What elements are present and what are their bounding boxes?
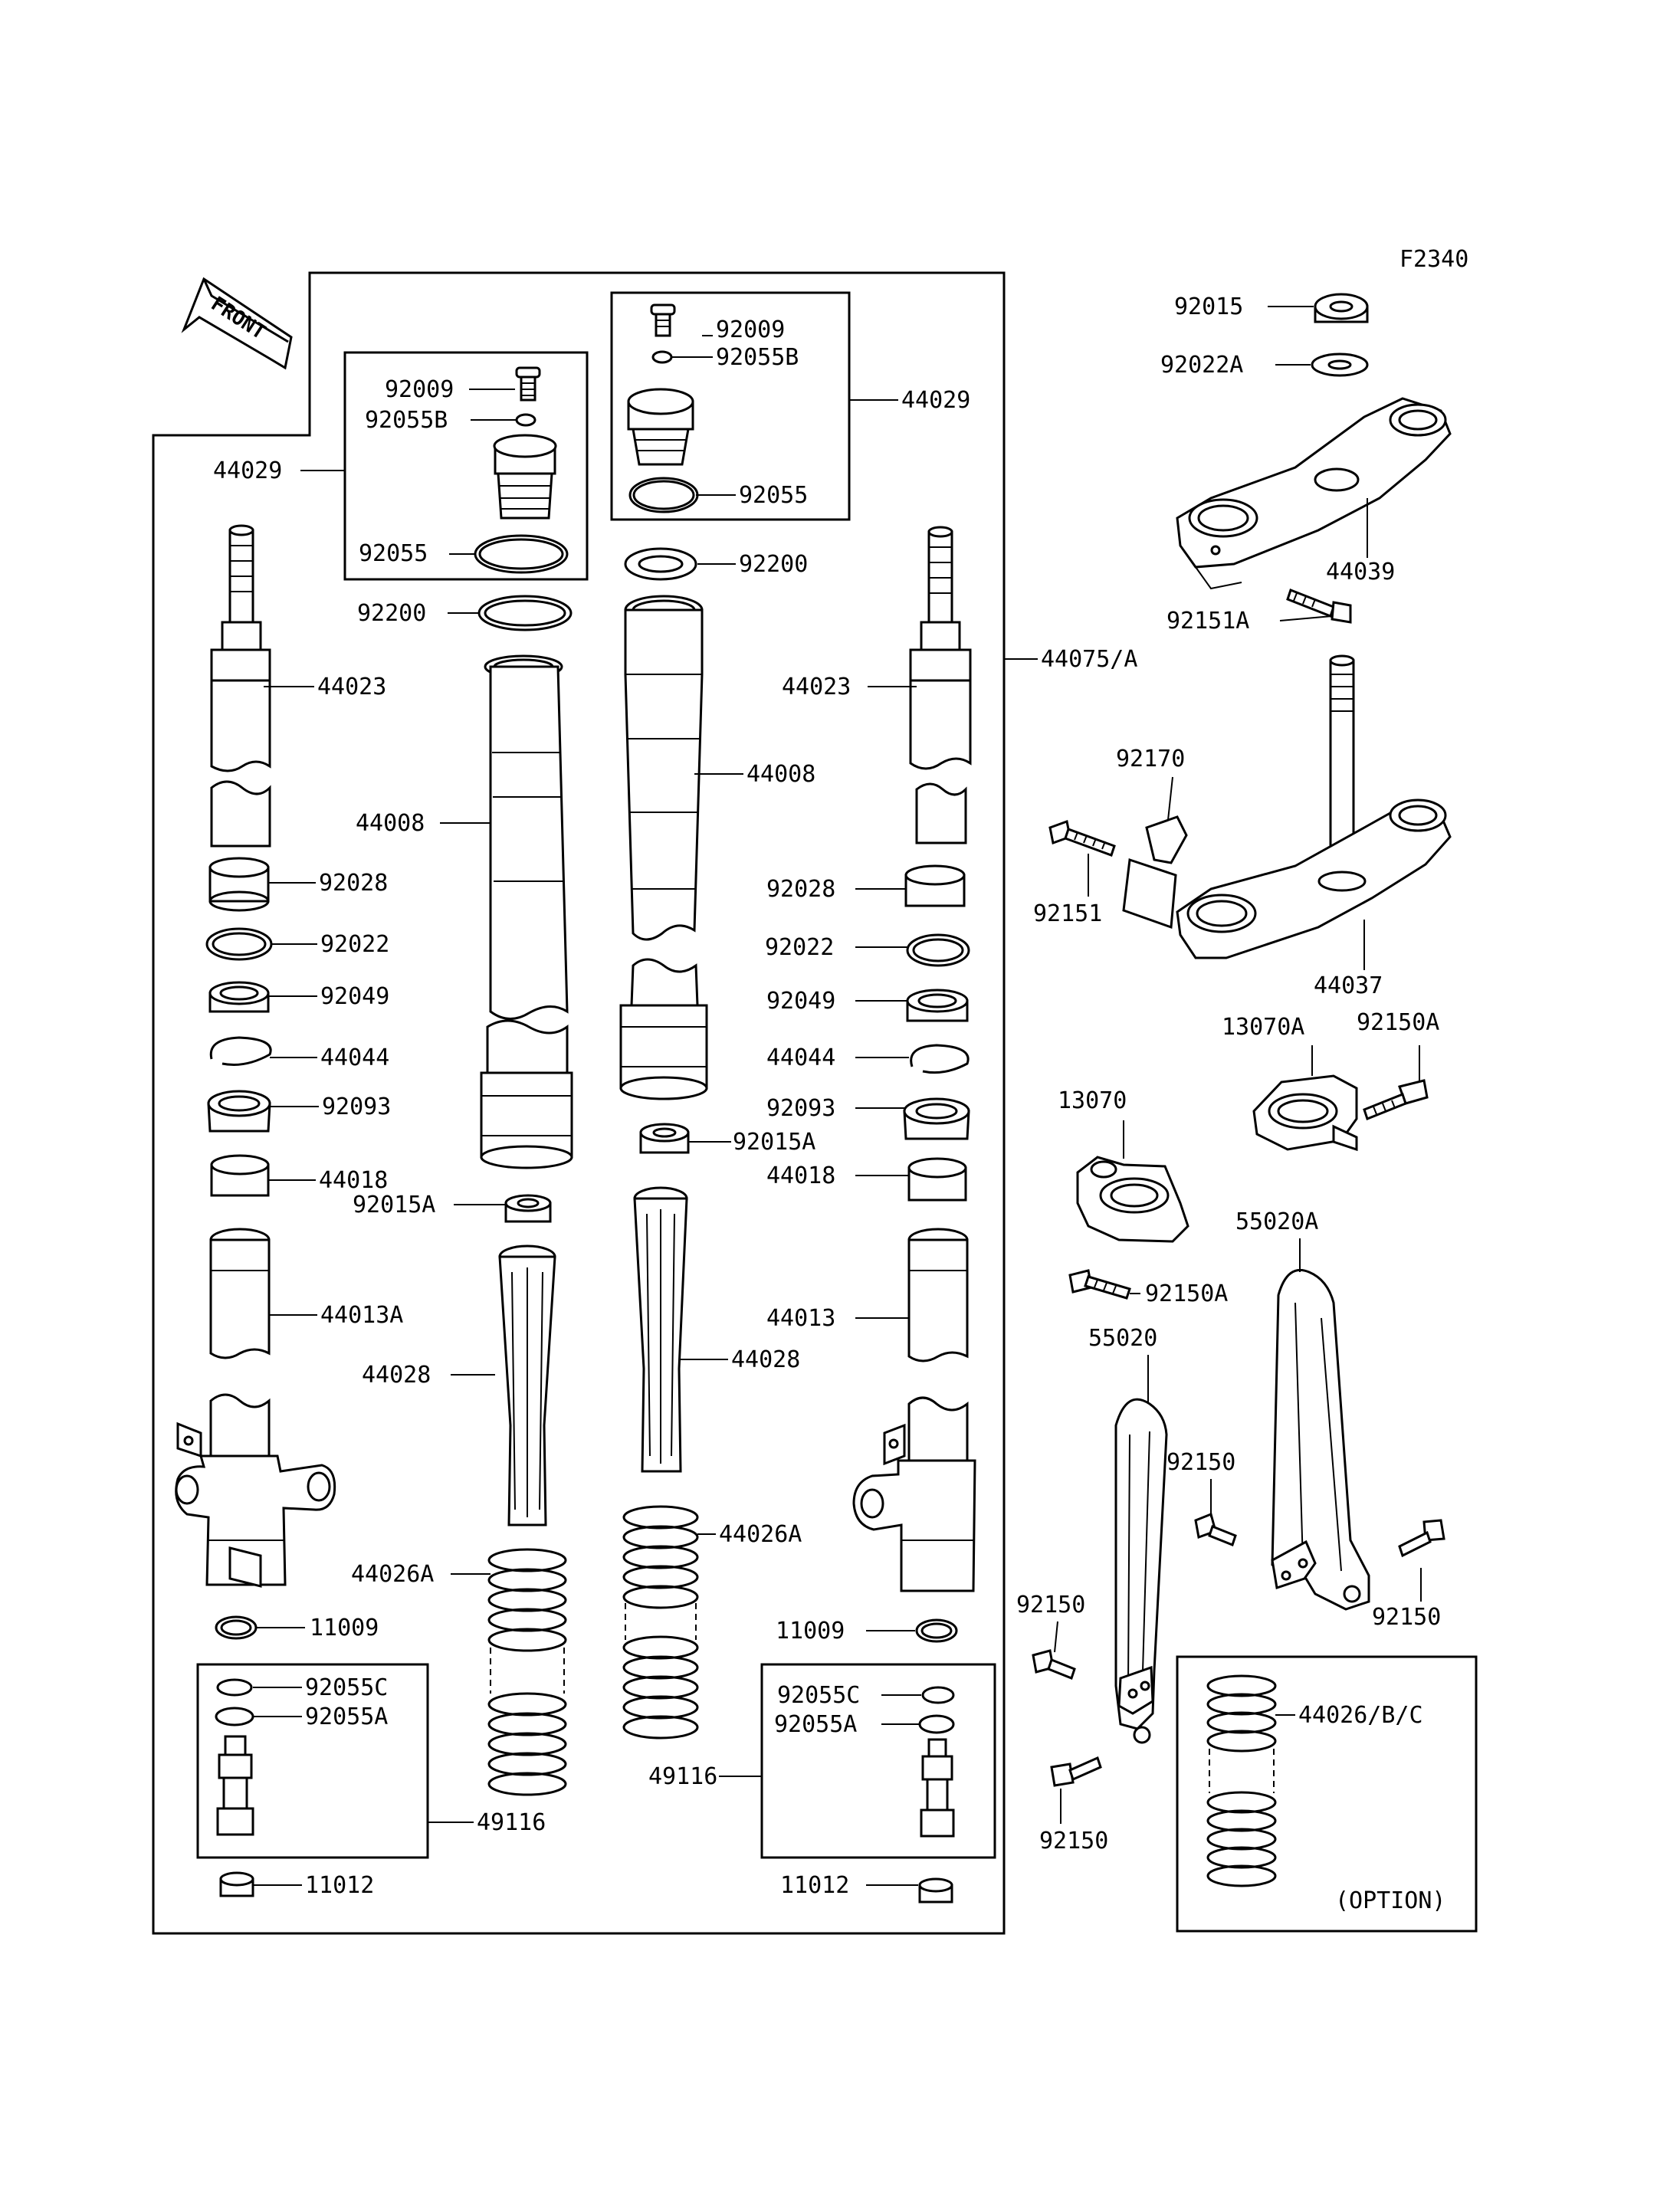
label-44018-left: 44018 [319, 1167, 388, 1194]
label-92055-mid: 92055 [739, 482, 808, 509]
label-44023-right: 44023 [782, 674, 851, 700]
left-valve-box [196, 1663, 429, 1859]
label-92022-left: 92022 [320, 931, 389, 958]
label-44013: 44013 [766, 1305, 835, 1332]
label-44075a: 44075/A [1041, 646, 1137, 673]
label-92150-a: 92150 [1166, 1449, 1235, 1476]
label-13070: 13070 [1058, 1087, 1127, 1114]
label-92049-right: 92049 [766, 988, 835, 1015]
part-labels: 92009 92055B 44029 92055 92200 44023 440… [213, 293, 1441, 1899]
right-fork-parts [852, 526, 976, 1904]
label-92022-right: 92022 [765, 934, 834, 961]
label-92150-b: 92150 [1372, 1604, 1441, 1631]
middle-fork-parts [619, 303, 708, 1740]
label-92151a: 92151A [1166, 608, 1249, 635]
label-13070a: 13070A [1222, 1014, 1304, 1041]
label-92015a-left: 92015A [353, 1192, 435, 1218]
label-92200-left: 92200 [357, 600, 426, 627]
label-92093-left: 92093 [322, 1094, 391, 1120]
label-44018-right: 44018 [766, 1162, 835, 1189]
leader-lines [253, 306, 1422, 1886]
label-44023-left: 44023 [317, 674, 386, 700]
label-92150a-bottom: 92150A [1145, 1280, 1228, 1307]
label-44037: 44037 [1314, 972, 1383, 999]
label-92009-left: 92009 [385, 376, 454, 403]
label-55020: 55020 [1088, 1325, 1157, 1352]
label-92170: 92170 [1116, 746, 1185, 772]
label-11009-left: 11009 [310, 1615, 379, 1641]
label-92200-mid: 92200 [739, 551, 808, 578]
label-92055b-left: 92055B [365, 407, 448, 434]
label-44008-left: 44008 [356, 810, 425, 837]
label-44039: 44039 [1326, 559, 1395, 585]
label-92055c-right: 92055C [777, 1682, 860, 1709]
label-92150a-top: 92150A [1357, 1009, 1439, 1036]
left-cap-box [343, 351, 589, 581]
left-fork-parts [175, 366, 569, 1897]
mid-cap-box [610, 291, 851, 521]
label-92022a: 92022A [1160, 352, 1243, 379]
left-outer-tube [477, 595, 573, 1796]
label-44026a-mid: 44026A [719, 1521, 802, 1548]
label-92055a-left: 92055A [305, 1703, 388, 1730]
label-92055-left: 92055 [359, 540, 428, 567]
label-92015a-mid: 92015A [733, 1129, 815, 1156]
label-44044-right: 44044 [766, 1044, 835, 1071]
label-44026a-left: 44026A [351, 1561, 434, 1588]
fork-assembly-frame [152, 271, 1006, 1935]
label-92009-mid: 92009 [716, 316, 785, 343]
label-11009-right: 11009 [776, 1618, 845, 1644]
option-label: (OPTION) [1335, 1887, 1446, 1914]
label-44028-left: 44028 [362, 1362, 431, 1389]
label-92049-left: 92049 [320, 983, 389, 1010]
label-49116-mid: 49116 [648, 1763, 717, 1790]
label-92028-right: 92028 [766, 876, 835, 903]
label-44029-left: 44029 [213, 457, 282, 484]
front-arrow-icon: FRONT [181, 277, 293, 370]
label-92151: 92151 [1033, 900, 1102, 927]
label-44026bc: 44026/B/C [1298, 1702, 1423, 1729]
label-44028-mid: 44028 [731, 1346, 800, 1373]
label-49116-left: 49116 [477, 1809, 546, 1836]
label-11012-left: 11012 [305, 1872, 374, 1899]
label-44008-mid: 44008 [746, 761, 815, 788]
steering-and-guard-parts [1032, 293, 1452, 1887]
label-92028-left: 92028 [319, 870, 388, 897]
label-92150-d: 92150 [1039, 1828, 1108, 1854]
label-44044-left: 44044 [320, 1044, 389, 1071]
figure-code: F2340 [1399, 246, 1468, 273]
right-valve-box [760, 1663, 996, 1859]
label-92093-right: 92093 [766, 1095, 835, 1122]
label-44029-mid: 44029 [901, 387, 970, 414]
label-44013a: 44013A [320, 1302, 403, 1329]
label-92055c-left: 92055C [305, 1674, 388, 1701]
label-11012-right: 11012 [780, 1872, 849, 1899]
label-92055a-right: 92055A [774, 1711, 857, 1738]
label-55020a: 55020A [1235, 1208, 1318, 1235]
label-92150-c: 92150 [1016, 1592, 1085, 1618]
label-92055b-mid: 92055B [716, 344, 799, 371]
option-box [1176, 1655, 1478, 1933]
label-92015-top: 92015 [1174, 293, 1243, 320]
